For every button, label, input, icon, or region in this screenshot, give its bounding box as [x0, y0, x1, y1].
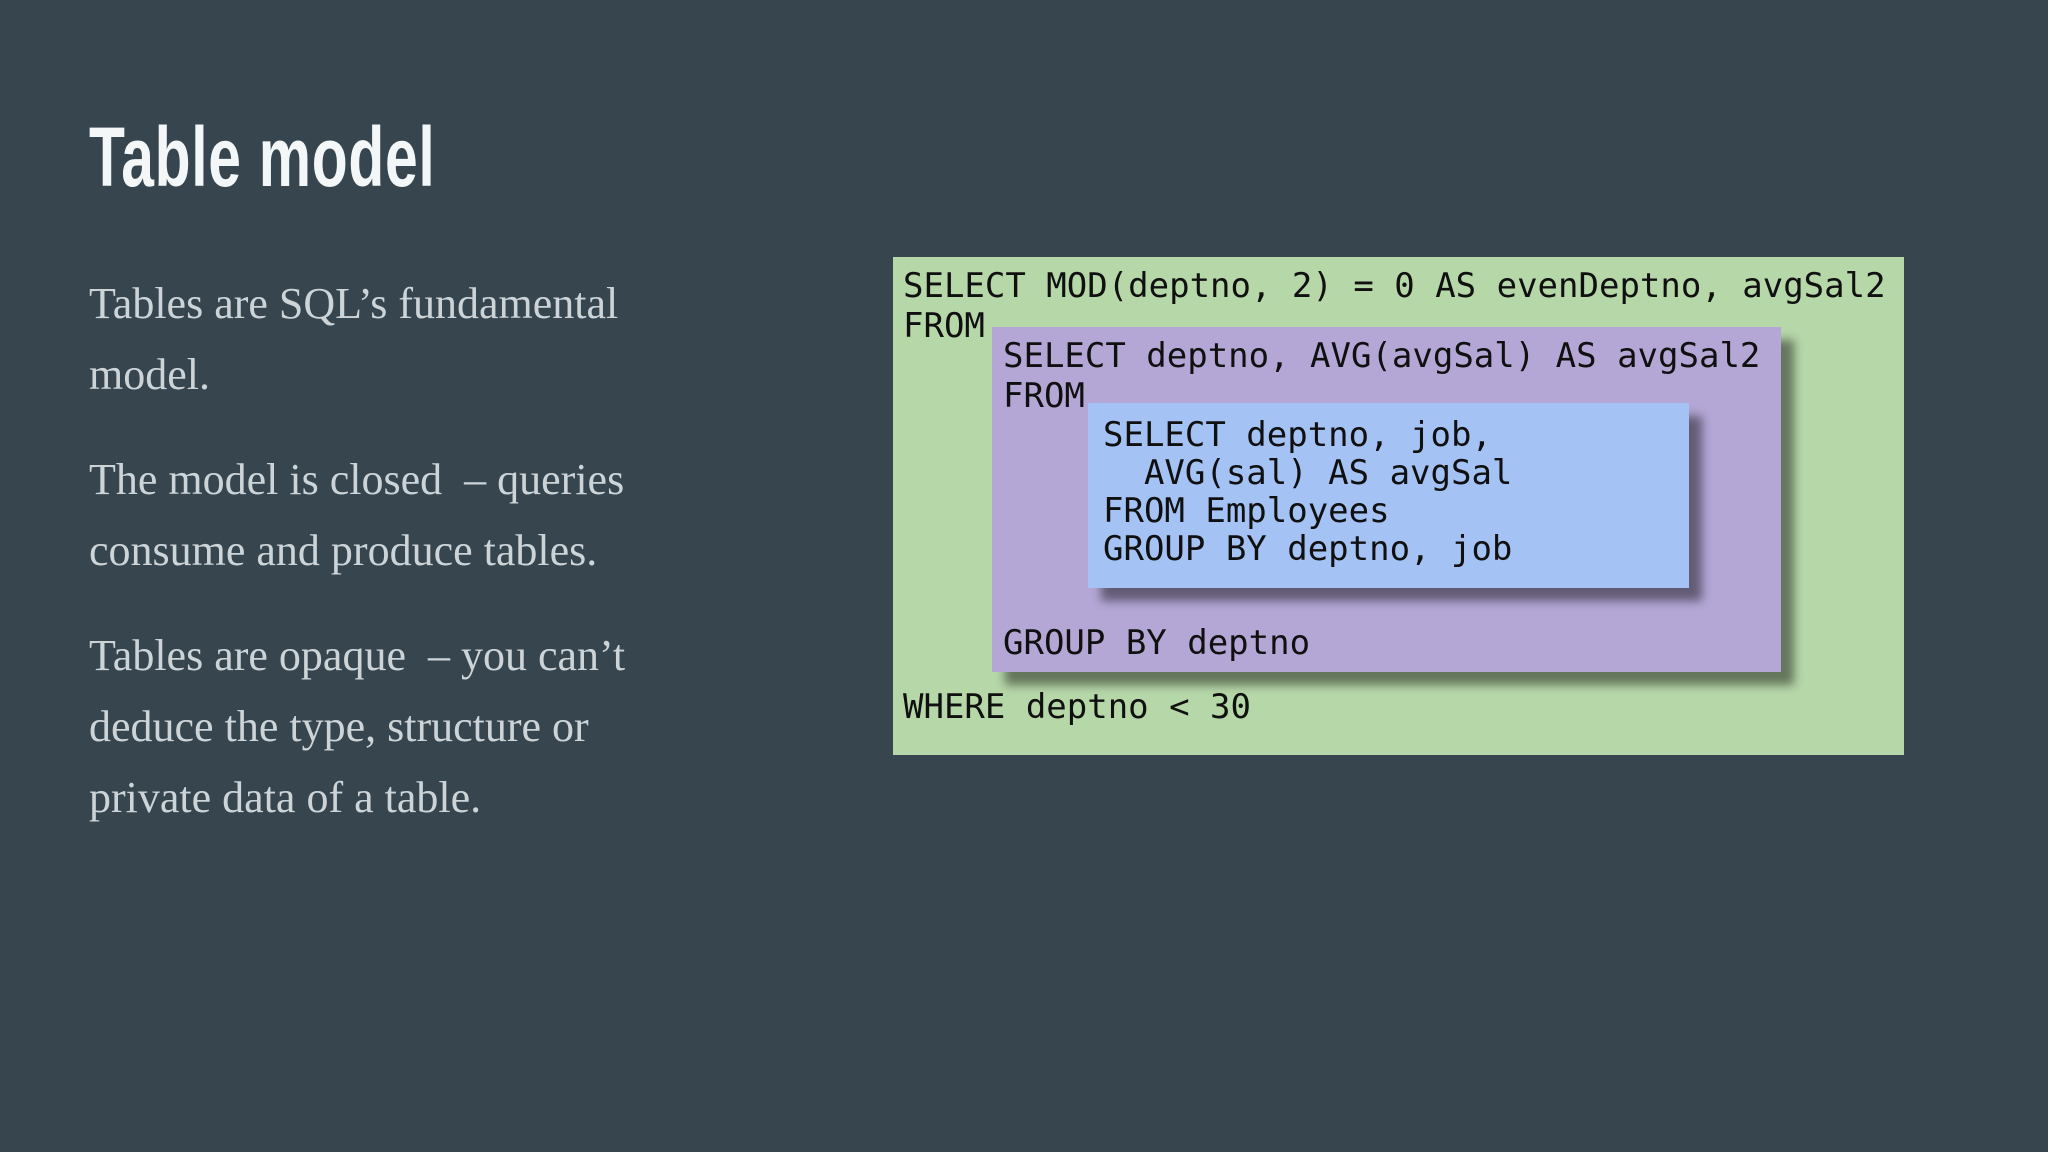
- sql-inner-from-line: FROM Employees: [1103, 491, 1390, 531]
- sql-middle-select-line: SELECT deptno, AVG(avgSal) AS avgSal2: [1003, 336, 1761, 376]
- paragraph-2: The model is closed – queries consume an…: [89, 444, 849, 586]
- sql-middle-query-box: SELECT deptno, AVG(avgSal) AS avgSal2 FR…: [992, 327, 1781, 672]
- sql-inner-code: SELECT deptno, job, AVG(sal) AS avgSal F…: [1103, 416, 1512, 568]
- paragraph-2-line-1: The model is closed – queries: [89, 455, 625, 504]
- sql-inner-groupby-line: GROUP BY deptno, job: [1103, 529, 1513, 569]
- paragraph-1-line-2: model.: [89, 350, 210, 399]
- sql-outer-query-box: SELECT MOD(deptno, 2) = 0 AS evenDeptno,…: [893, 257, 1904, 755]
- sql-outer-where-line: WHERE deptno < 30: [903, 687, 1251, 727]
- body-text: Tables are SQL’s fundamental model. The …: [89, 268, 849, 867]
- paragraph-3-line-1: Tables are opaque – you can’t: [89, 631, 626, 680]
- sql-outer-select-from: SELECT MOD(deptno, 2) = 0 AS evenDeptno,…: [903, 266, 1886, 346]
- sql-outer-from-line: FROM: [903, 306, 985, 346]
- sql-inner-avg-line: AVG(sal) AS avgSal: [1103, 453, 1513, 493]
- paragraph-3-line-2: deduce the type, structure or: [89, 702, 589, 751]
- paragraph-1-line-1: Tables are SQL’s fundamental: [89, 279, 619, 328]
- paragraph-1: Tables are SQL’s fundamental model.: [89, 268, 849, 410]
- sql-middle-select-from: SELECT deptno, AVG(avgSal) AS avgSal2 FR…: [1003, 336, 1760, 416]
- paragraph-2-line-2: consume and produce tables.: [89, 526, 598, 575]
- paragraph-3: Tables are opaque – you can’t deduce the…: [89, 620, 849, 833]
- sql-inner-select-line: SELECT deptno, job,: [1103, 415, 1492, 455]
- paragraph-3-line-3: private data of a table.: [89, 773, 482, 822]
- page-title: Table model: [89, 110, 436, 204]
- sql-inner-query-box: SELECT deptno, job, AVG(sal) AS avgSal F…: [1088, 403, 1689, 588]
- sql-outer-select-line: SELECT MOD(deptno, 2) = 0 AS evenDeptno,…: [903, 266, 1886, 306]
- sql-middle-from-line: FROM: [1003, 376, 1085, 416]
- sql-middle-groupby-line: GROUP BY deptno: [1003, 623, 1311, 663]
